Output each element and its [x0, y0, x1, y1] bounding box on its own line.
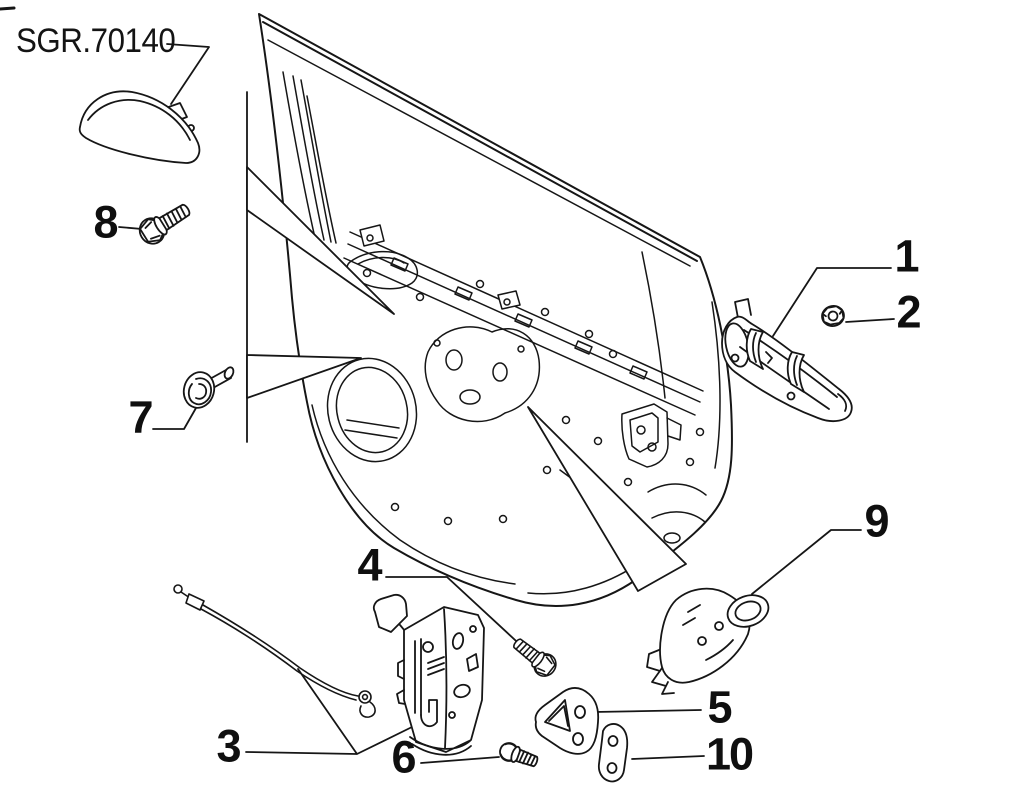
part-bolt-8-drawing — [134, 196, 196, 250]
callout-8: 8 — [93, 196, 118, 248]
part-exterior-handle-drawing — [721, 298, 853, 423]
leader-4 — [385, 576, 529, 653]
leader-10 — [631, 755, 705, 760]
part-cable-drawing — [173, 584, 376, 718]
part-nut-2-drawing — [819, 303, 847, 329]
pointer-wedge-lower — [246, 354, 362, 399]
pointer-wedge-upper — [246, 166, 395, 315]
callout-5: 5 — [707, 681, 732, 733]
callout-3: 3 — [216, 720, 241, 772]
callout-1: 1 — [894, 230, 919, 282]
leader-8 — [118, 226, 143, 230]
leader-5 — [593, 709, 702, 713]
callout-7: 7 — [128, 391, 153, 443]
leader-2 — [845, 318, 895, 323]
leader-9 — [751, 529, 862, 595]
leader-7 — [152, 407, 197, 430]
callout-10: 10 — [705, 728, 754, 780]
leader-1 — [772, 267, 892, 337]
callout-4: 4 — [357, 539, 382, 591]
part-clip-7-drawing — [182, 366, 235, 409]
callout-6: 6 — [391, 731, 416, 783]
part-handle-gasket-drawing — [78, 90, 201, 164]
callout-9: 9 — [864, 495, 889, 547]
leader-6 — [420, 756, 500, 764]
part-lock-assembly-drawing — [372, 593, 485, 756]
part-striker-drawing — [534, 687, 600, 755]
part-screw-6-drawing — [496, 739, 541, 772]
callout-leader-lines — [118, 43, 895, 764]
part-shim-drawing — [597, 723, 629, 783]
leader-sgr — [166, 43, 210, 105]
pointer-wedge-lock — [527, 406, 687, 592]
door-panel-drawing — [258, 13, 733, 607]
diagram-code: SGR.70140 — [16, 22, 176, 60]
leader-3 — [245, 668, 413, 755]
leader-bracket — [246, 91, 687, 592]
part-bolt-4-drawing — [507, 632, 562, 682]
part-lock-support-drawing — [646, 587, 770, 695]
scan-artifact — [0, 6, 16, 11]
callout-2: 2 — [896, 286, 921, 338]
